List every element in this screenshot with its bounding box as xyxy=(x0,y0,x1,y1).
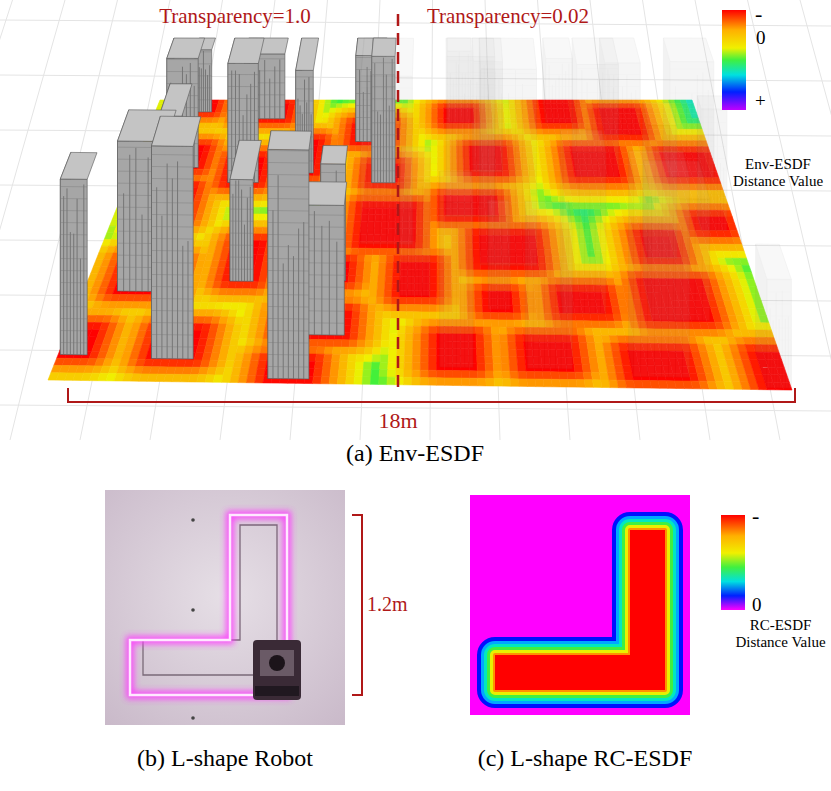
colorbar-tick: + xyxy=(755,90,775,112)
env-colorbar xyxy=(722,10,746,110)
split-line xyxy=(397,14,400,392)
rc-esdf-map xyxy=(470,495,690,715)
region-title: Transparency=1.0 xyxy=(130,4,340,28)
dimension-label: 1.2m xyxy=(367,593,427,616)
colorbar-tick: 0 xyxy=(756,27,776,49)
colorbar-tick: - xyxy=(755,1,775,26)
dimension-label: 18m xyxy=(358,408,438,433)
robot-photo xyxy=(105,490,345,725)
colorbar-title: RC-ESDF Distance Value xyxy=(733,617,828,652)
width-bracket xyxy=(68,388,795,402)
figure-caption: (a) Env-ESDF xyxy=(280,440,550,468)
colorbar-tick: 0 xyxy=(752,594,772,616)
height-bracket xyxy=(352,515,362,695)
colorbar-title: Env-ESDF Distance Value xyxy=(728,156,828,191)
colorbar-tick: - xyxy=(752,503,772,528)
region-title: Transparency=0.02 xyxy=(408,4,608,28)
obstacle-voxels xyxy=(60,38,791,388)
figure-caption: (c) L-shape RC-ESDF xyxy=(455,745,715,773)
floor-grid xyxy=(0,0,831,440)
figure-caption: (b) L-shape Robot xyxy=(90,745,360,773)
rc-colorbar xyxy=(721,515,745,610)
